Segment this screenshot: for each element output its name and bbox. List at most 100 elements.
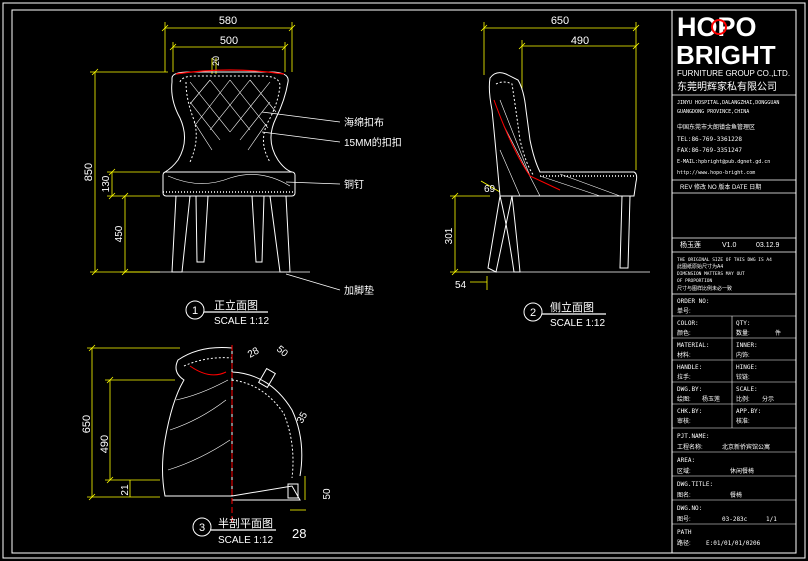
side-accent-line xyxy=(493,99,561,191)
title-block: HOPO BRIGHT FURNITURE GROUP CO.,LTD. 东莞明… xyxy=(672,12,796,547)
revision-version: V1.0 xyxy=(722,242,737,249)
front-top-accent xyxy=(175,69,285,75)
color-label-cn: 颜色: xyxy=(677,329,691,337)
side-dim-69: 69 xyxy=(484,184,496,195)
path-value: E:01/01/01/0206 xyxy=(706,540,761,547)
drawing-title-label-cn: 图名: xyxy=(677,491,691,499)
plan-dim-21: 21 xyxy=(120,484,131,496)
plan-view-number-circle xyxy=(192,517,212,537)
order-label: ORDER NO: xyxy=(677,298,710,305)
side-dim-650: 650 xyxy=(551,15,569,27)
brand-name: BRIGHT xyxy=(676,40,776,70)
company-en: FURNITURE GROUP CO.,LTD. xyxy=(677,69,790,78)
front-view-title: 正立面图 xyxy=(214,298,258,312)
front-dim-500: 500 xyxy=(220,35,238,47)
address-cn: 中国东莞市大朗镇金鱼管理区 xyxy=(677,123,755,131)
inner-label: INNER: xyxy=(736,342,758,349)
front-dim-130: 130 xyxy=(101,175,112,192)
plan-dim-35: 35 xyxy=(295,410,310,426)
plan-dim-28b: 28 xyxy=(292,526,306,541)
front-leaders xyxy=(261,111,341,291)
logo-text: HOPO xyxy=(677,12,757,42)
logo-mark-icon xyxy=(711,19,727,35)
note-original-size: THE ORIGINAL SIZE OF THIS DWG IS A4 xyxy=(677,257,772,263)
scale-label: SCALE: xyxy=(736,386,758,393)
company-cn: 东莞明辉家私有限公司 xyxy=(677,80,777,93)
area-label: AREA: xyxy=(677,457,695,464)
title-block-rows: ORDER NO: 单号: COLOR: 颜色: QTY: 数量: 件 MATE… xyxy=(677,298,781,547)
front-view-number-circle xyxy=(185,300,205,320)
hinge-label-cn: 铰链: xyxy=(736,373,750,381)
drawing-number-value: 03-283c xyxy=(722,516,748,523)
side-chair-body xyxy=(487,72,638,273)
qty-unit: 件 xyxy=(775,329,781,337)
front-note-nails: 铜钉 xyxy=(344,179,364,191)
drawing-number-label: DWG.NO: xyxy=(677,505,702,512)
plan-dimensions xyxy=(87,344,306,511)
drawing-title-value: 餐椅 xyxy=(730,491,742,499)
plan-view: 650 490 21 28 50 35 50 28 3 半剖平面图 SCALE … xyxy=(81,344,333,546)
color-label: COLOR: xyxy=(677,320,699,327)
email: E-MAIL:hpbright@pub.dgnet.gd.cn xyxy=(677,159,770,165)
drawing-number-label-cn: 图号: xyxy=(677,516,691,523)
side-dimensions xyxy=(450,22,640,290)
side-dim-54: 54 xyxy=(455,280,467,291)
front-note-fabric: 海绵扣布 xyxy=(344,116,384,129)
approved-by-label: APP.BY: xyxy=(736,408,761,415)
side-view-scale: SCALE 1:12 xyxy=(550,318,605,329)
scale-label-cn: 比例: xyxy=(736,395,750,403)
fax: FAX:86-769-3351247 xyxy=(677,147,742,154)
side-dim-490: 490 xyxy=(571,35,589,47)
checked-by-label-cn: 审核: xyxy=(677,417,691,425)
front-view-number: 1 xyxy=(192,305,198,317)
drawn-by-value: 杨玉莲 xyxy=(702,395,720,403)
path-label-cn: 路径: xyxy=(677,539,691,547)
revision-designer: 杨玉莲 xyxy=(680,240,701,249)
inner-label-cn: 内饰: xyxy=(736,351,750,359)
path-label: PATH xyxy=(677,529,692,536)
qty-label-cn: 数量: xyxy=(736,329,750,337)
plan-accent-curve xyxy=(189,365,227,376)
plan-dim-490: 490 xyxy=(99,435,111,453)
front-view-scale: SCALE 1:12 xyxy=(214,316,269,327)
handle-label: HANDLE: xyxy=(677,364,702,371)
sheet-number: 1/1 xyxy=(766,516,777,523)
plan-dim-50b: 50 xyxy=(322,488,333,500)
material-label-cn: 材料: xyxy=(677,351,691,359)
area-value: 休闲餐椅 xyxy=(730,467,754,475)
area-label-cn: 区域: xyxy=(677,467,691,475)
side-view-number-circle xyxy=(523,302,543,322)
front-dim-450: 450 xyxy=(114,225,125,242)
drawing-frame xyxy=(11,9,797,554)
side-view-title: 侧立面图 xyxy=(550,300,594,314)
drawing-title-label: DWG.TITLE: xyxy=(677,481,713,488)
plan-view-number: 3 xyxy=(199,522,205,534)
front-dim-20: 20 xyxy=(211,56,221,66)
drawn-by-label-cn: 绘图: xyxy=(677,395,691,403)
project-name-value: 北京新侨宾馆公寓 xyxy=(722,443,770,451)
order-label-cn: 单号: xyxy=(677,307,691,315)
plan-dim-28a: 28 xyxy=(246,345,262,360)
handle-label-cn: 拉手: xyxy=(677,373,691,381)
title-block-grid xyxy=(672,315,796,525)
plan-chair-body xyxy=(162,347,303,501)
project-name-label: PJT.NAME: xyxy=(677,433,710,440)
website: http://www.hopo-bright.com xyxy=(677,170,755,176)
front-dim-580: 580 xyxy=(219,15,237,27)
drawn-by-label: DWG.BY: xyxy=(677,386,702,393)
revision-date: 03.12.9 xyxy=(756,242,779,249)
front-note-foot: 加脚垫 xyxy=(344,284,374,297)
plan-dim-650: 650 xyxy=(81,415,93,433)
front-dimensions xyxy=(90,22,296,276)
revision-header: REV 修改 NO 版本 DATE 日期 xyxy=(680,183,761,191)
material-label: MATERIAL: xyxy=(677,342,710,349)
checked-by-label: CHK.BY: xyxy=(677,408,702,415)
telephone: TEL:86-769-3361228 xyxy=(677,136,742,143)
project-name-label-cn: 工程名称: xyxy=(677,443,703,451)
plan-view-scale: SCALE 1:12 xyxy=(218,535,273,546)
note-proportion: OF PROPORTION xyxy=(677,278,713,284)
front-dim-850: 850 xyxy=(83,163,95,181)
